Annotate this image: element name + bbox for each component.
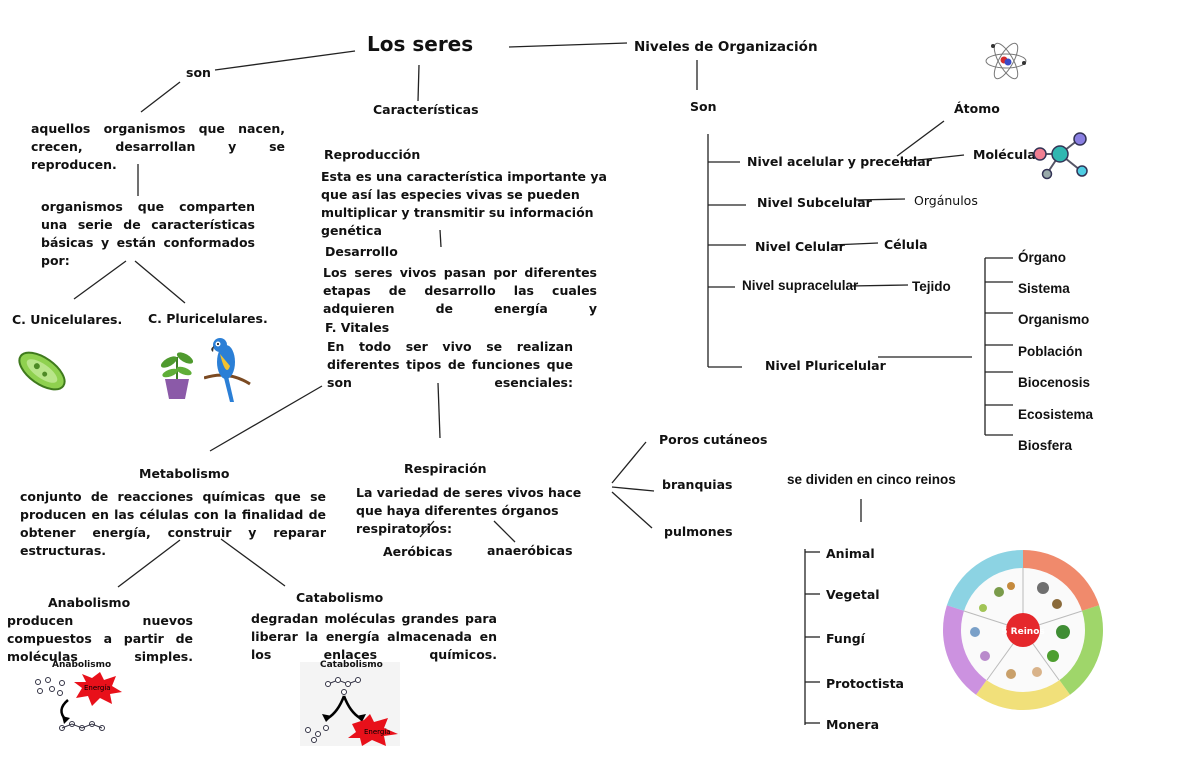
metabolismo-text: conjunto de reacciones químicas que se p…: [20, 489, 326, 559]
nivel-celular: Nivel Celular: [755, 239, 845, 254]
desarrollo-title: Desarrollo: [325, 244, 398, 259]
anaerobicas-label: anaeróbicas: [487, 543, 573, 558]
catabolismo-text: degradan moléculas grandes para liberar …: [251, 611, 497, 663]
nivel-acelular: Nivel acelular y precelular: [747, 154, 932, 169]
poros-label: Poros cutáneos: [659, 432, 768, 447]
main-title: Los seres: [367, 32, 474, 56]
reino-vegetal: Vegetal: [826, 587, 880, 602]
organo-label: Órgano: [1018, 250, 1067, 265]
organulos-label: Orgánulos: [914, 193, 978, 208]
catabolismo-energy-label: Energía: [364, 728, 391, 736]
atom-icon: [985, 42, 1027, 80]
anabolismo-energy-label: Energía: [84, 684, 111, 692]
reino-fungi: Fungí: [826, 631, 865, 646]
nivel-supracelular: Nivel supracelular: [742, 278, 859, 293]
pluricelulares-label: C. Pluricelulares.: [148, 311, 268, 326]
tejido-label: Tejido: [912, 279, 951, 294]
plant-icon: [160, 352, 194, 399]
reino-animal: Animal: [826, 546, 875, 561]
branquias-label: branquias: [662, 477, 733, 492]
sistema-label: Sistema: [1018, 281, 1070, 296]
poblacion-label: Población: [1018, 344, 1083, 359]
biocenosis-label: Biocenosis: [1018, 375, 1091, 390]
celula-label: Célula: [884, 237, 928, 252]
reinos-title: se dividen en cinco reinos: [787, 472, 956, 487]
five-kingdoms-wheel: 5 Reinos: [943, 550, 1103, 710]
reproduccion-text: Esta es una característica importante ya…: [321, 169, 607, 239]
reino-protoctista: Protoctista: [826, 676, 904, 691]
unicelulares-label: C. Unicelulares.: [12, 312, 123, 327]
anabolismo-title: Anabolismo: [48, 595, 131, 610]
anabolismo-figure: Anabolismo Energía: [26, 660, 136, 742]
aerobicas-label: Aeróbicas: [383, 544, 453, 559]
ecosistema-label: Ecosistema: [1018, 407, 1094, 422]
vitales-text: En todo ser vivo se realizan diferentes …: [327, 339, 573, 391]
anabolismo-text: producen nuevos compuestos a partir de m…: [7, 613, 193, 665]
organismo-label: Organismo: [1018, 312, 1090, 327]
pulmones-label: pulmones: [664, 524, 733, 539]
definition-2-text: organismos que comparten una serie de ca…: [41, 199, 255, 269]
respiracion-title: Respiración: [404, 461, 487, 476]
niveles-title: Niveles de Organización: [634, 39, 818, 55]
desarrollo-text: Los seres vivos pasan por diferentes eta…: [323, 265, 597, 317]
caracteristicas-title: Características: [373, 102, 479, 117]
reproduccion-title: Reproducción: [324, 147, 421, 162]
bacterium-icon: [18, 351, 66, 391]
catabolismo-figure: Catabolismo Energía: [300, 660, 400, 746]
anabolismo-figure-label: Anabolismo: [52, 660, 112, 670]
parrot-icon: [204, 338, 251, 402]
biosfera-label: Biosfera: [1018, 438, 1073, 453]
metabolismo-title: Metabolismo: [139, 466, 230, 481]
definition-text: aquellos organismos que nacen, crecen, d…: [31, 121, 285, 173]
atomo-label: Átomo: [954, 101, 1000, 116]
nivel-pluricelular: Nivel Pluricelular: [765, 358, 886, 373]
molecula-label: Molécula: [973, 147, 1036, 162]
wheel-center-label: 5 Reinos: [1001, 627, 1044, 637]
vitales-title: F. Vitales: [325, 320, 390, 335]
niveles-son-label: Son: [690, 99, 717, 114]
reino-monera: Monera: [826, 717, 880, 732]
molecule-icon: [1033, 132, 1088, 180]
respiracion-text: La variedad de seres vivos hace que haya…: [356, 485, 582, 537]
catabolismo-figure-label: Catabolismo: [320, 660, 383, 670]
catabolismo-title: Catabolismo: [296, 590, 384, 605]
nivel-subcelular: Nivel Subcelular: [757, 195, 872, 210]
son-label: son: [186, 65, 211, 80]
